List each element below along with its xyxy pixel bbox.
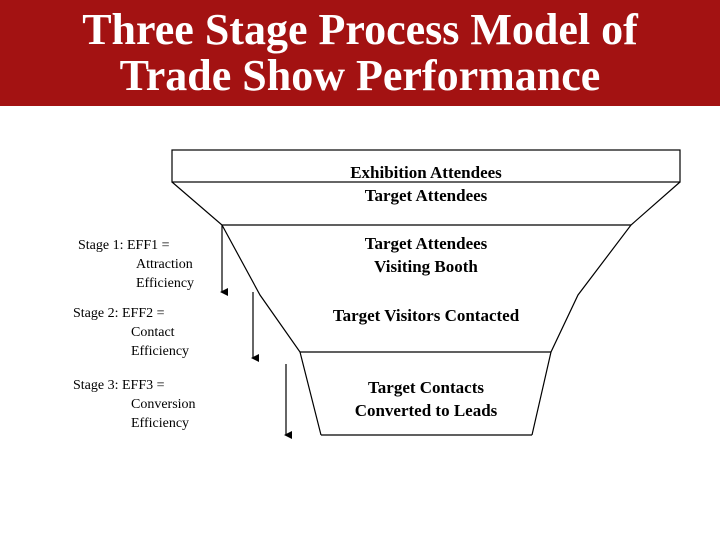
funnel-top-band [171,149,681,183]
funnel-level-4-line-1: Target Contacts [368,378,484,397]
funnel-level-1-line-2: Target Attendees [364,186,488,205]
funnel-level-3-label: Target Visitors Contacted [290,304,562,327]
funnel-level-2-label: Target Attendees Visiting Booth [300,232,552,278]
slide-title-line-1: Three Stage Process Model of [82,5,638,54]
funnel-right-edge [531,181,681,436]
funnel-left-edge [171,181,322,436]
funnel-level-4-line-2: Converted to Leads [354,401,498,420]
stage-1-line-3: Efficiency [136,276,195,291]
stage-2-prefix: Stage 2: EFF2 = [73,306,165,321]
funnel-level-1-line-1: Exhibition Attendees [350,163,502,182]
funnel-level-4-label: Target Contacts Converted to Leads [300,376,552,422]
stage-1-line-2: Attraction [136,257,193,272]
funnel-level-2-line-1: Target Attendees [364,234,488,253]
slide-title-line-2: Trade Show Performance [119,51,601,100]
funnel-level-2-line-2: Visiting Booth [374,257,478,276]
stage-3-description: Stage 3: EFF3 = Conversion Efficiency [73,376,196,433]
funnel-level-3-line-1: Target Visitors Contacted [332,306,520,325]
stage-2-line-3: Efficiency [131,344,190,359]
stage-1-description: Stage 1: EFF1 = Attraction Efficiency [78,236,194,293]
stage-3-prefix: Stage 3: EFF3 = [73,378,165,393]
title-banner: Three Stage Process Model of Trade Show … [0,0,720,106]
stage-3-line-2: Conversion [131,397,196,412]
stage-3-line-3: Efficiency [131,416,190,431]
funnel-level-1-label: Exhibition Attendees Target Attendees [300,161,552,207]
stage-1-prefix: Stage 1: EFF1 = [78,238,170,253]
stage-2-description: Stage 2: EFF2 = Contact Efficiency [73,304,189,361]
stage-2-line-2: Contact [131,325,175,340]
